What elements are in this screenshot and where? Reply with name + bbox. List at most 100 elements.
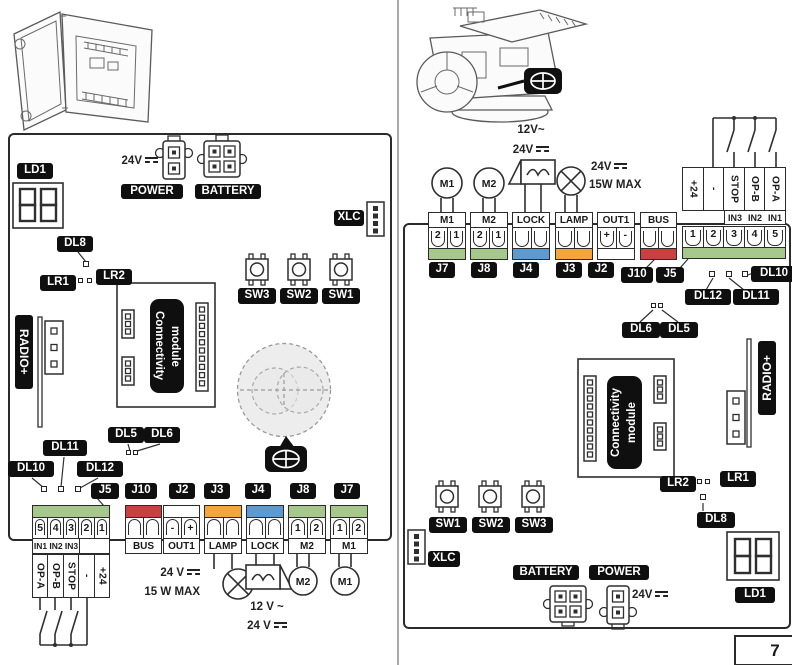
dl12-led-left <box>75 486 81 492</box>
xlc-label-left: XLC <box>334 210 364 226</box>
terminal-cell: - <box>615 228 635 248</box>
j10-name-right: BUS <box>640 212 677 228</box>
right-wiring <box>440 116 777 269</box>
sw3-button-left <box>245 253 269 286</box>
signal-cell: +24 <box>93 555 109 597</box>
dl6-label-right: DL6 <box>622 322 660 338</box>
xlc-connector-right <box>407 529 426 565</box>
j4-terminals-right <box>512 227 550 249</box>
j7-terminals-right: 2 1 <box>428 227 466 249</box>
dl8-led-left <box>83 261 89 267</box>
j7-terminals-left: 1 2 <box>330 517 368 539</box>
motor1-symbol-left: M1 <box>330 566 360 596</box>
ld1-label-left: LD1 <box>17 163 53 179</box>
motor2-symbol-left: M2 <box>288 566 318 596</box>
j3-label-left: J3 <box>204 483 230 499</box>
svg-text:M2: M2 <box>482 178 497 190</box>
dl10-led-left <box>41 486 47 492</box>
figure-number: 7 <box>770 640 780 660</box>
j10-label-left: J10 <box>125 483 157 499</box>
terminal-cell <box>641 228 658 248</box>
sw1-label-left: SW1 <box>322 288 360 304</box>
j4-label-left: J4 <box>245 483 271 499</box>
j3-strip-right <box>555 248 593 260</box>
terminal-cell <box>222 518 242 538</box>
dc-symbol-icon <box>145 157 158 167</box>
power-voltage-left: 24V <box>114 154 158 168</box>
dl6-led-right <box>651 303 656 308</box>
power-connector-right <box>598 585 638 630</box>
dl8-label-left: DL8 <box>57 236 93 252</box>
dl10-label-right: DL10 <box>751 266 792 282</box>
dl12-label-left: DL12 <box>77 461 123 477</box>
j8-name-right: M2 <box>470 212 508 228</box>
sw3-label-right: SW3 <box>515 517 553 533</box>
terminal-cell: 3 <box>723 227 744 247</box>
lr1-led-left <box>78 278 83 283</box>
j3-terminals-right <box>555 227 593 249</box>
j2-name-right: OUT1 <box>597 212 635 228</box>
dl11-led-left <box>58 486 64 492</box>
connectivity-module-label-left: Connectivity module <box>150 299 184 393</box>
terminal-cell <box>126 518 143 538</box>
radio-slot-left <box>37 316 64 428</box>
j5-signal-labels-left: OP-A OP-B STOP - +24 <box>32 554 110 598</box>
j4-terminals-left <box>246 517 284 539</box>
j2-name-left: OUT1 <box>163 538 200 554</box>
j5-input-row-right: IN3 IN2 IN1 <box>724 210 786 225</box>
j7-strip-right <box>428 248 466 260</box>
lr1-label-right: LR1 <box>720 471 756 487</box>
lock-rating-ac-right: 12V~ <box>517 124 545 136</box>
j2-strip-right <box>597 248 635 260</box>
signal-cell: - <box>78 555 93 597</box>
j7-name-left: M1 <box>330 538 368 554</box>
dl5-led-right <box>658 303 663 308</box>
svg-text:M2: M2 <box>296 576 311 588</box>
dc-symbol-icon <box>614 163 628 173</box>
terminal-cell: 2 <box>306 518 326 538</box>
j5-strip-right <box>682 247 786 259</box>
j10-terminals-left <box>125 517 162 539</box>
battery-label-left: BATTERY <box>195 184 261 199</box>
radio-slot-right <box>726 338 752 448</box>
signal-cell: STOP <box>723 168 744 210</box>
lr1-led-right <box>705 479 710 484</box>
input-label: IN2 <box>49 541 63 551</box>
buzzer-zone <box>236 342 332 438</box>
lr2-led-left <box>87 278 92 283</box>
j8-label-left: J8 <box>290 483 316 499</box>
lamp-rating-voltage-left: 24 V <box>126 566 200 580</box>
terminal-cell: 2 <box>348 518 368 538</box>
signal-cell: - <box>702 168 724 210</box>
lamp-rating-voltage-right: 24V <box>591 160 641 174</box>
j8-terminals-right: 2 1 <box>470 227 508 249</box>
lamp-rating-power-left: 15 W MAX <box>144 586 200 598</box>
power-label-right: POWER <box>589 565 649 580</box>
input-label: IN2 <box>747 212 762 223</box>
dl5-label-right: DL5 <box>660 322 698 338</box>
display-ld1-left <box>12 182 64 229</box>
j5-terminals-right: 1 2 3 4 5 <box>682 226 786 248</box>
lr1-label-left: LR1 <box>40 275 76 291</box>
signal-cell: OP-A <box>34 562 46 590</box>
dc-symbol-icon <box>187 569 200 579</box>
dl5-label-left: DL5 <box>108 427 144 443</box>
sw2-label-left: SW2 <box>280 288 318 304</box>
input-label: IN1 <box>767 212 782 223</box>
terminal-cell: 1 <box>289 518 307 538</box>
sw3-button-right <box>521 480 545 513</box>
dl6-led-left <box>133 450 138 455</box>
ld1-label-right: LD1 <box>735 587 775 603</box>
j2-terminals-left: - + <box>163 517 200 539</box>
j5-signal-labels-right: +24 - STOP OP-B OP-A <box>682 167 786 211</box>
connectivity-module-right <box>577 358 675 478</box>
terminal-cell: 2 <box>78 518 93 538</box>
display-ld1-right <box>726 531 780 581</box>
dl11-label-left: DL11 <box>43 440 87 456</box>
j5-label-left: J5 <box>91 483 119 499</box>
terminal-cell: 1 <box>446 228 466 248</box>
svg-text:M1: M1 <box>440 178 455 190</box>
svg-text:M1: M1 <box>338 576 353 588</box>
power-voltage-text: 24V <box>121 155 142 167</box>
